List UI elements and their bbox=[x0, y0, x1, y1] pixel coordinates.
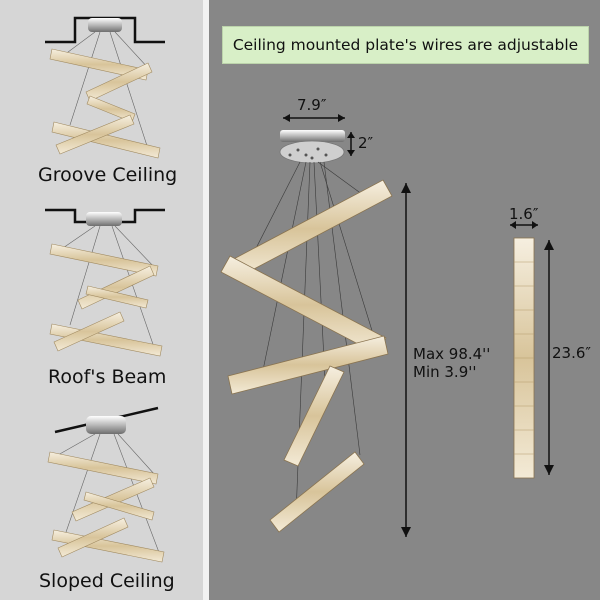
dim-drop-max: Max 98.4'' bbox=[413, 345, 491, 363]
roofs-beam-illustration bbox=[45, 208, 165, 357]
dim-drop-min: Min 3.9'' bbox=[413, 363, 477, 381]
caption-groove-ceiling: Groove Ceiling bbox=[38, 164, 178, 186]
sloped-ceiling-illustration bbox=[47, 406, 165, 563]
ceiling-plate bbox=[280, 130, 345, 142]
main-chandelier bbox=[220, 114, 411, 537]
groove-ceiling-illustration bbox=[45, 16, 165, 159]
dim-plate-height: 2″ bbox=[358, 134, 374, 152]
caption-roofs-beam: Roof's Beam bbox=[48, 366, 167, 388]
caption-sloped-ceiling: Sloped Ceiling bbox=[39, 570, 175, 592]
dim-bar-width: 1.6″ bbox=[509, 205, 539, 223]
dim-plate-width: 7.9″ bbox=[297, 96, 327, 114]
single-bar-detail bbox=[510, 221, 554, 479]
wires-adjustable-banner: Ceiling mounted plate's wires are adjust… bbox=[222, 26, 589, 64]
dim-bar-length: 23.6″ bbox=[552, 344, 592, 362]
panel-divider bbox=[203, 0, 209, 600]
